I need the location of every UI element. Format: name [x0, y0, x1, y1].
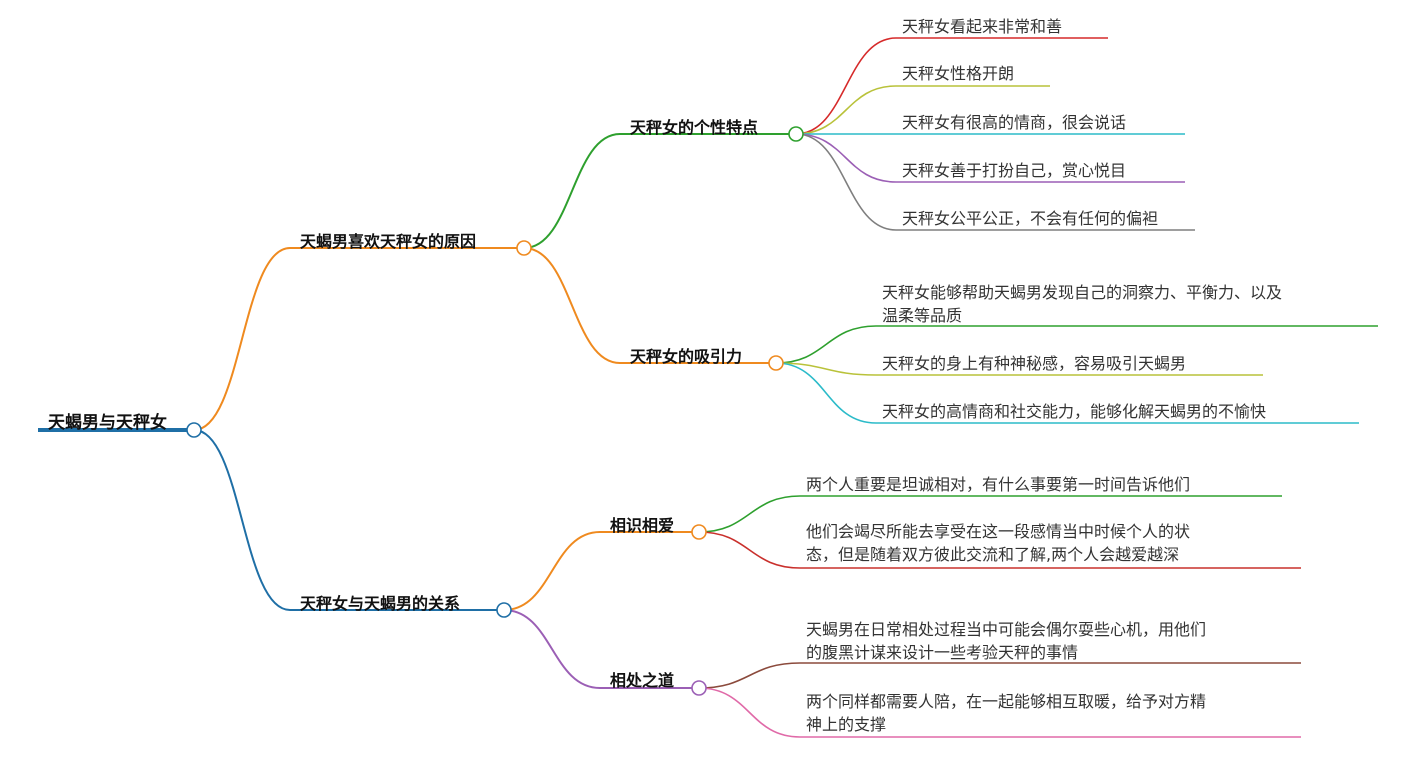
root-link [193, 247, 291, 431]
branch-reasons[interactable]: 天蝎男喜欢天秤女的原因 [300, 232, 477, 251]
leaf-link [795, 85, 897, 135]
topic-getting-along[interactable]: 相处之道 [610, 671, 675, 690]
leaf-link [775, 325, 877, 364]
leaf-item[interactable]: 天秤女有很高的情商，很会说话 [902, 113, 1127, 132]
leaf-link [775, 362, 877, 424]
topic-node-circle[interactable] [691, 680, 707, 696]
root-node-circle[interactable] [186, 422, 202, 438]
leaf-item[interactable]: 他们会竭尽所能去享受在这一段感情当中时候个人的状态，但是随着双方彼此交流和了解,… [806, 522, 1191, 564]
root-topic[interactable]: 天蝎男与天秤女 [48, 413, 167, 433]
leaf-item[interactable]: 天秤女的身上有种神秘感，容易吸引天蝎男 [882, 354, 1187, 373]
leaf-link [795, 133, 897, 231]
leaf-link [698, 662, 801, 689]
leaf-item[interactable]: 两个人重要是坦诚相对，有什么事要第一时间告诉他们 [806, 475, 1191, 494]
topic-node-circle[interactable] [768, 355, 784, 371]
topic-attraction[interactable]: 天秤女的吸引力 [630, 347, 743, 366]
branch-relationship[interactable]: 天秤女与天蝎男的关系 [300, 594, 461, 613]
leaf-item[interactable]: 两个同样都需要人陪，在一起能够相互取暖，给予对方精神上的支撑 [806, 692, 1207, 734]
leaf-link [698, 531, 801, 569]
topic-meet-love[interactable]: 相识相爱 [610, 516, 675, 535]
leaf-link [698, 687, 801, 738]
leaf-item[interactable]: 天秤女的高情商和社交能力，能够化解天蝎男的不愉快 [882, 402, 1267, 421]
branch-node-circle[interactable] [496, 602, 512, 618]
branch-link [523, 133, 621, 249]
leaf-link [795, 37, 897, 135]
leaf-item[interactable]: 天秤女善于打扮自己，赏心悦目 [902, 161, 1127, 180]
leaf-item[interactable]: 天秤女能够帮助天蝎男发现自己的洞察力、平衡力、以及温柔等品质 [882, 283, 1283, 325]
leaf-link [698, 495, 801, 533]
leaf-link [795, 133, 897, 183]
leaf-item[interactable]: 天蝎男在日常相处过程当中可能会偶尔耍些心机，用他们的腹黑计谋来设计一些考验天秤的… [806, 620, 1207, 662]
leaf-item[interactable]: 天秤女性格开朗 [902, 64, 1015, 83]
topic-node-circle[interactable] [788, 126, 804, 142]
branch-link [523, 247, 621, 364]
branch-link [503, 609, 601, 689]
branch-link [503, 531, 601, 611]
topic-personality[interactable]: 天秤女的个性特点 [630, 118, 759, 137]
leaf-item[interactable]: 天秤女公平公正，不会有任何的偏袒 [902, 209, 1159, 228]
leaf-link [775, 362, 877, 376]
root-link [193, 429, 291, 611]
branch-node-circle[interactable] [516, 240, 532, 256]
leaf-item[interactable]: 天秤女看起来非常和善 [902, 17, 1063, 36]
topic-node-circle[interactable] [691, 524, 707, 540]
